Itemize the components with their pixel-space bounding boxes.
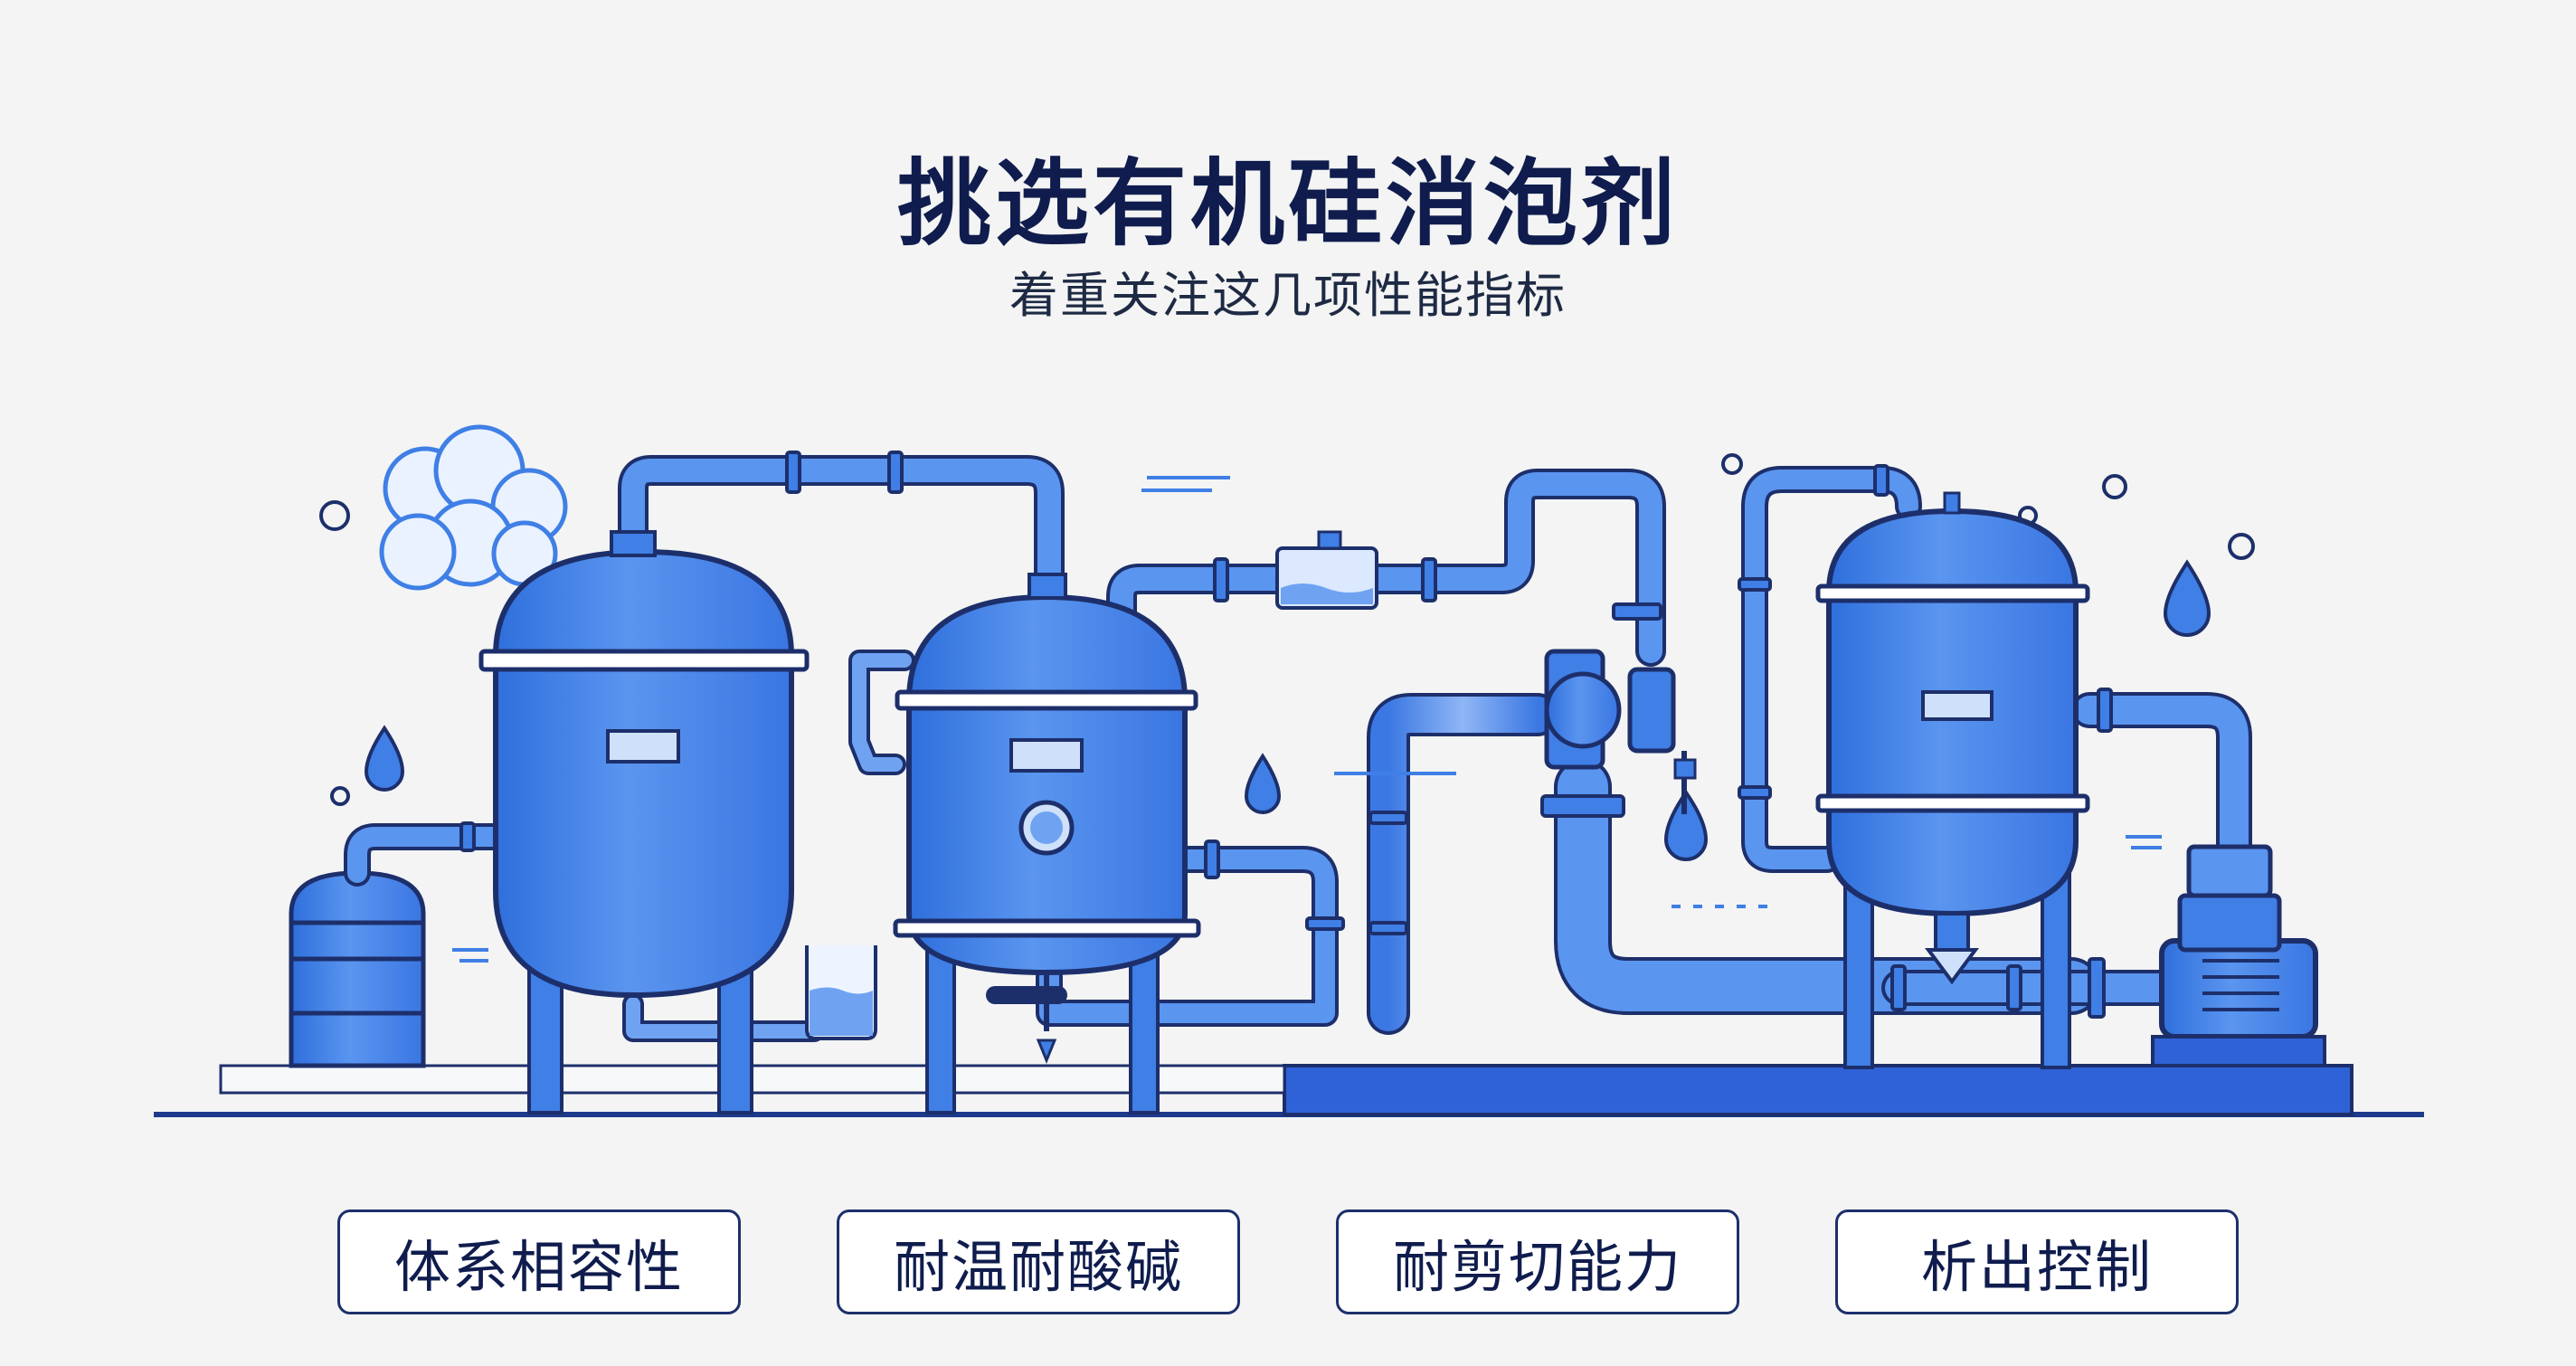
water-drop-icon [364,559,2211,861]
small-tank [289,870,426,1068]
motion-dashes [452,476,2162,963]
steam-cloud-icon [379,424,568,591]
ground [154,1064,2424,1117]
feature-card-shear-resistance: 耐剪切能力 [1336,1209,1739,1314]
pump-icon [2151,844,2326,1067]
beaker-icon [805,945,877,1040]
reactor-tank-1 [478,530,810,1115]
bubble-icon [319,453,2255,806]
page-title: 挑选有机硅消泡剂 [896,148,1679,259]
feature-card-precipitation-control: 析出控制 [1835,1209,2239,1314]
sight-glass-icon [1275,530,1378,610]
reactor-tank-3 [1815,491,2090,1069]
feature-card-compatibility: 体系相容性 [337,1209,741,1314]
pipe-network [344,455,2252,1042]
page-subtitle: 着重关注这几项性能指标 [1009,267,1567,324]
reactor-tank-2 [893,573,1201,1115]
valve-assembly [1540,602,1697,818]
pipe-flanges [459,451,2113,1019]
feature-card-temperature-acid-alkali: 耐温耐酸碱 [837,1209,1240,1314]
